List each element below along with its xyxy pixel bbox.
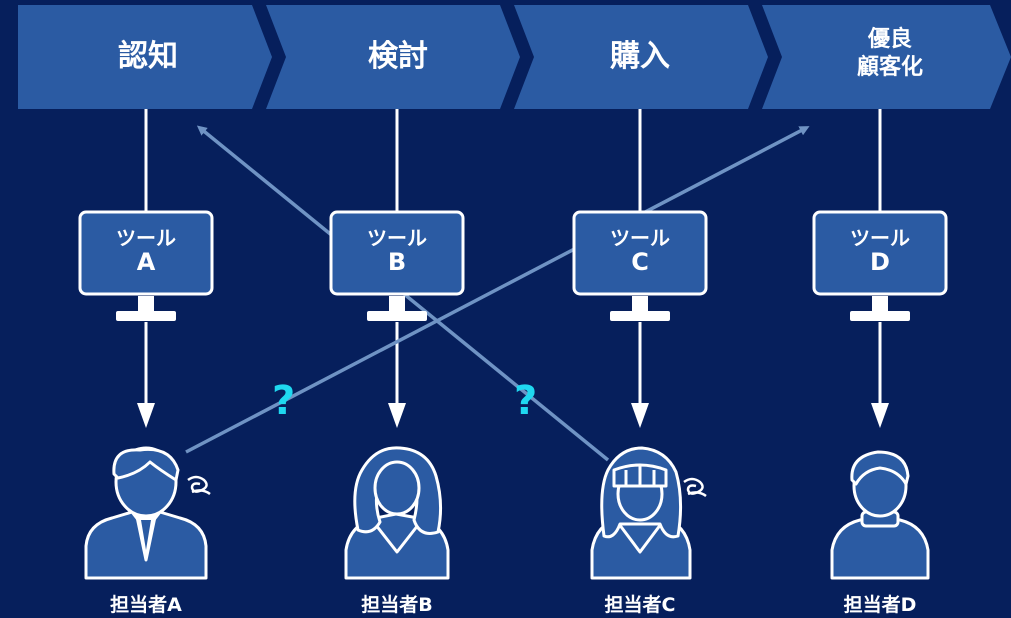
stage-loyal-customer-line1: 優良 — [867, 27, 912, 52]
tool-c-name: ツール — [610, 226, 670, 250]
tool-c-label: ツール C — [574, 226, 706, 274]
down-arrowheads — [137, 403, 889, 428]
male-casual-icon — [830, 450, 930, 580]
tool-b-label: ツール B — [331, 226, 463, 274]
stage-consideration-label: 検討 — [368, 39, 428, 74]
arrow-down-icon — [137, 403, 155, 428]
question-mark-icon: ? — [272, 378, 296, 424]
tool-c-letter: C — [631, 248, 649, 276]
monitor-icon — [329, 210, 465, 321]
female-icon — [344, 446, 450, 580]
person-d-label: 担当者D — [843, 594, 917, 616]
monitor-icon — [572, 210, 708, 321]
stage-purchase-label: 購入 — [610, 39, 670, 74]
tool-a-letter: A — [136, 248, 156, 276]
stage-chevron-3 — [514, 5, 768, 109]
monitor-icon — [812, 210, 948, 321]
arrow-down-icon — [631, 403, 649, 428]
tool-a-name: ツール — [116, 226, 176, 250]
male-suit-confused-icon — [84, 446, 211, 580]
person-c-label: 担当者C — [604, 594, 676, 616]
question-mark-icon: ? — [514, 378, 538, 424]
monitor-icon — [78, 210, 214, 321]
female-bangs-confused-icon — [590, 446, 707, 580]
tool-d-letter: D — [870, 248, 890, 276]
tool-b-letter: B — [387, 248, 407, 276]
stage-chevron-4 — [762, 5, 1011, 109]
person-a-label: 担当者A — [110, 594, 182, 616]
tool-d-name: ツール — [850, 226, 910, 250]
stage-loyal-customer-line2: 顧客化 — [856, 55, 923, 80]
stage-chevron-1 — [18, 5, 272, 109]
stage-chevron-2 — [266, 5, 520, 109]
tool-d-label: ツール D — [814, 226, 946, 274]
arrow-down-icon — [388, 403, 406, 428]
tool-b-name: ツール — [367, 226, 427, 250]
tool-connectors — [144, 322, 882, 405]
stage-loyal-customer-label: 優良 顧客化 — [810, 26, 970, 82]
arrow-down-icon — [871, 403, 889, 428]
cross-arrow-a-to-optimize — [185, 126, 810, 454]
stage-awareness-label: 認知 — [118, 39, 178, 74]
person-b-label: 担当者B — [361, 594, 433, 616]
tool-a-label: ツール A — [80, 226, 212, 274]
stage-connectors — [144, 109, 882, 212]
